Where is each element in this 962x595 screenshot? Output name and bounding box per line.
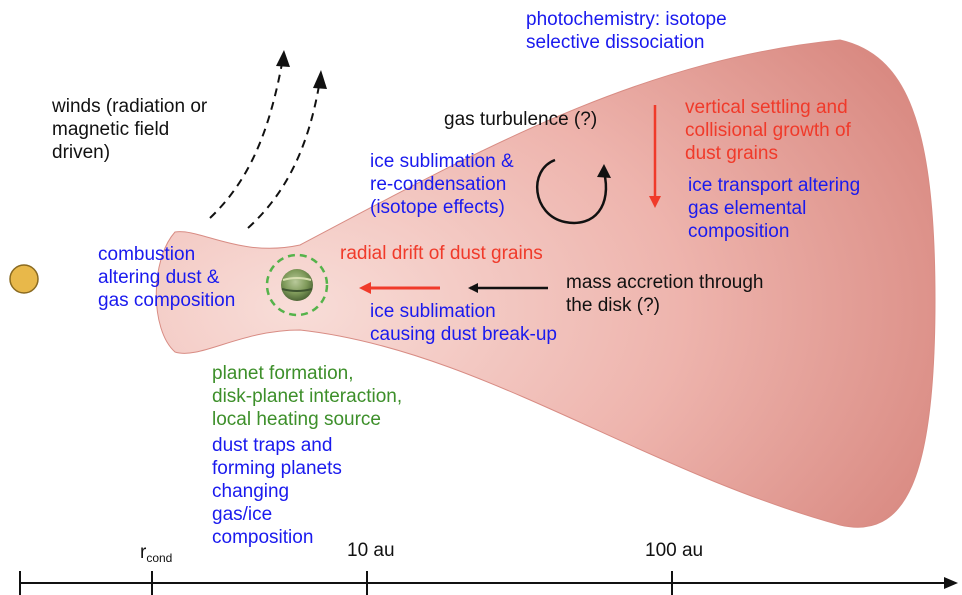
axis-arrow-head	[944, 577, 958, 589]
wind-arrow-outer-head	[313, 70, 327, 89]
protoplanetary-disk	[155, 39, 936, 528]
axis-label-cond-subscript: cond	[146, 551, 173, 565]
label-ice-sublimation-breakup: ice sublimation causing dust break-up	[370, 301, 557, 345]
wind-arrow-inner-head	[276, 50, 290, 67]
planet-band	[281, 288, 313, 292]
label-winds: winds (radiation or magnetic field drive…	[52, 96, 208, 163]
axis-label-rcond: rcond	[140, 542, 172, 565]
planet-icon	[281, 269, 313, 301]
label-photochemistry: photochemistry: isotope selective dissoc…	[526, 9, 727, 53]
turbulence-loop-arrow	[535, 158, 608, 225]
label-gas-turbulence: gas turbulence (?)	[444, 109, 598, 130]
label-vertical-settling: vertical settling and collisional growth…	[685, 97, 851, 164]
wind-arrow-outer	[247, 79, 321, 229]
planet-band	[282, 277, 312, 281]
axis-label-100au: 100 au	[645, 540, 704, 561]
axis-label-10au: 10 au	[347, 540, 395, 561]
label-ice-sublimation-recondensation: ice sublimation & re-condensation (isoto…	[370, 151, 514, 218]
label-mass-accretion: mass accretion through the disk (?)	[566, 272, 764, 316]
axis-label-r: r	[140, 542, 147, 563]
label-combustion: combustion altering dust & gas compositi…	[98, 244, 236, 311]
wind-arrow-inner	[209, 57, 284, 219]
label-radial-drift: radial drift of dust grains	[340, 243, 543, 264]
label-ice-transport: ice transport altering gas elemental com…	[688, 175, 861, 242]
turbulence-arrow-head	[597, 164, 611, 178]
star-icon	[9, 264, 39, 294]
label-dust-traps: dust traps and forming planets changing …	[212, 435, 342, 548]
planet-gap-ring	[265, 253, 329, 317]
label-planet-formation: planet formation, disk-planet interactio…	[212, 363, 403, 430]
